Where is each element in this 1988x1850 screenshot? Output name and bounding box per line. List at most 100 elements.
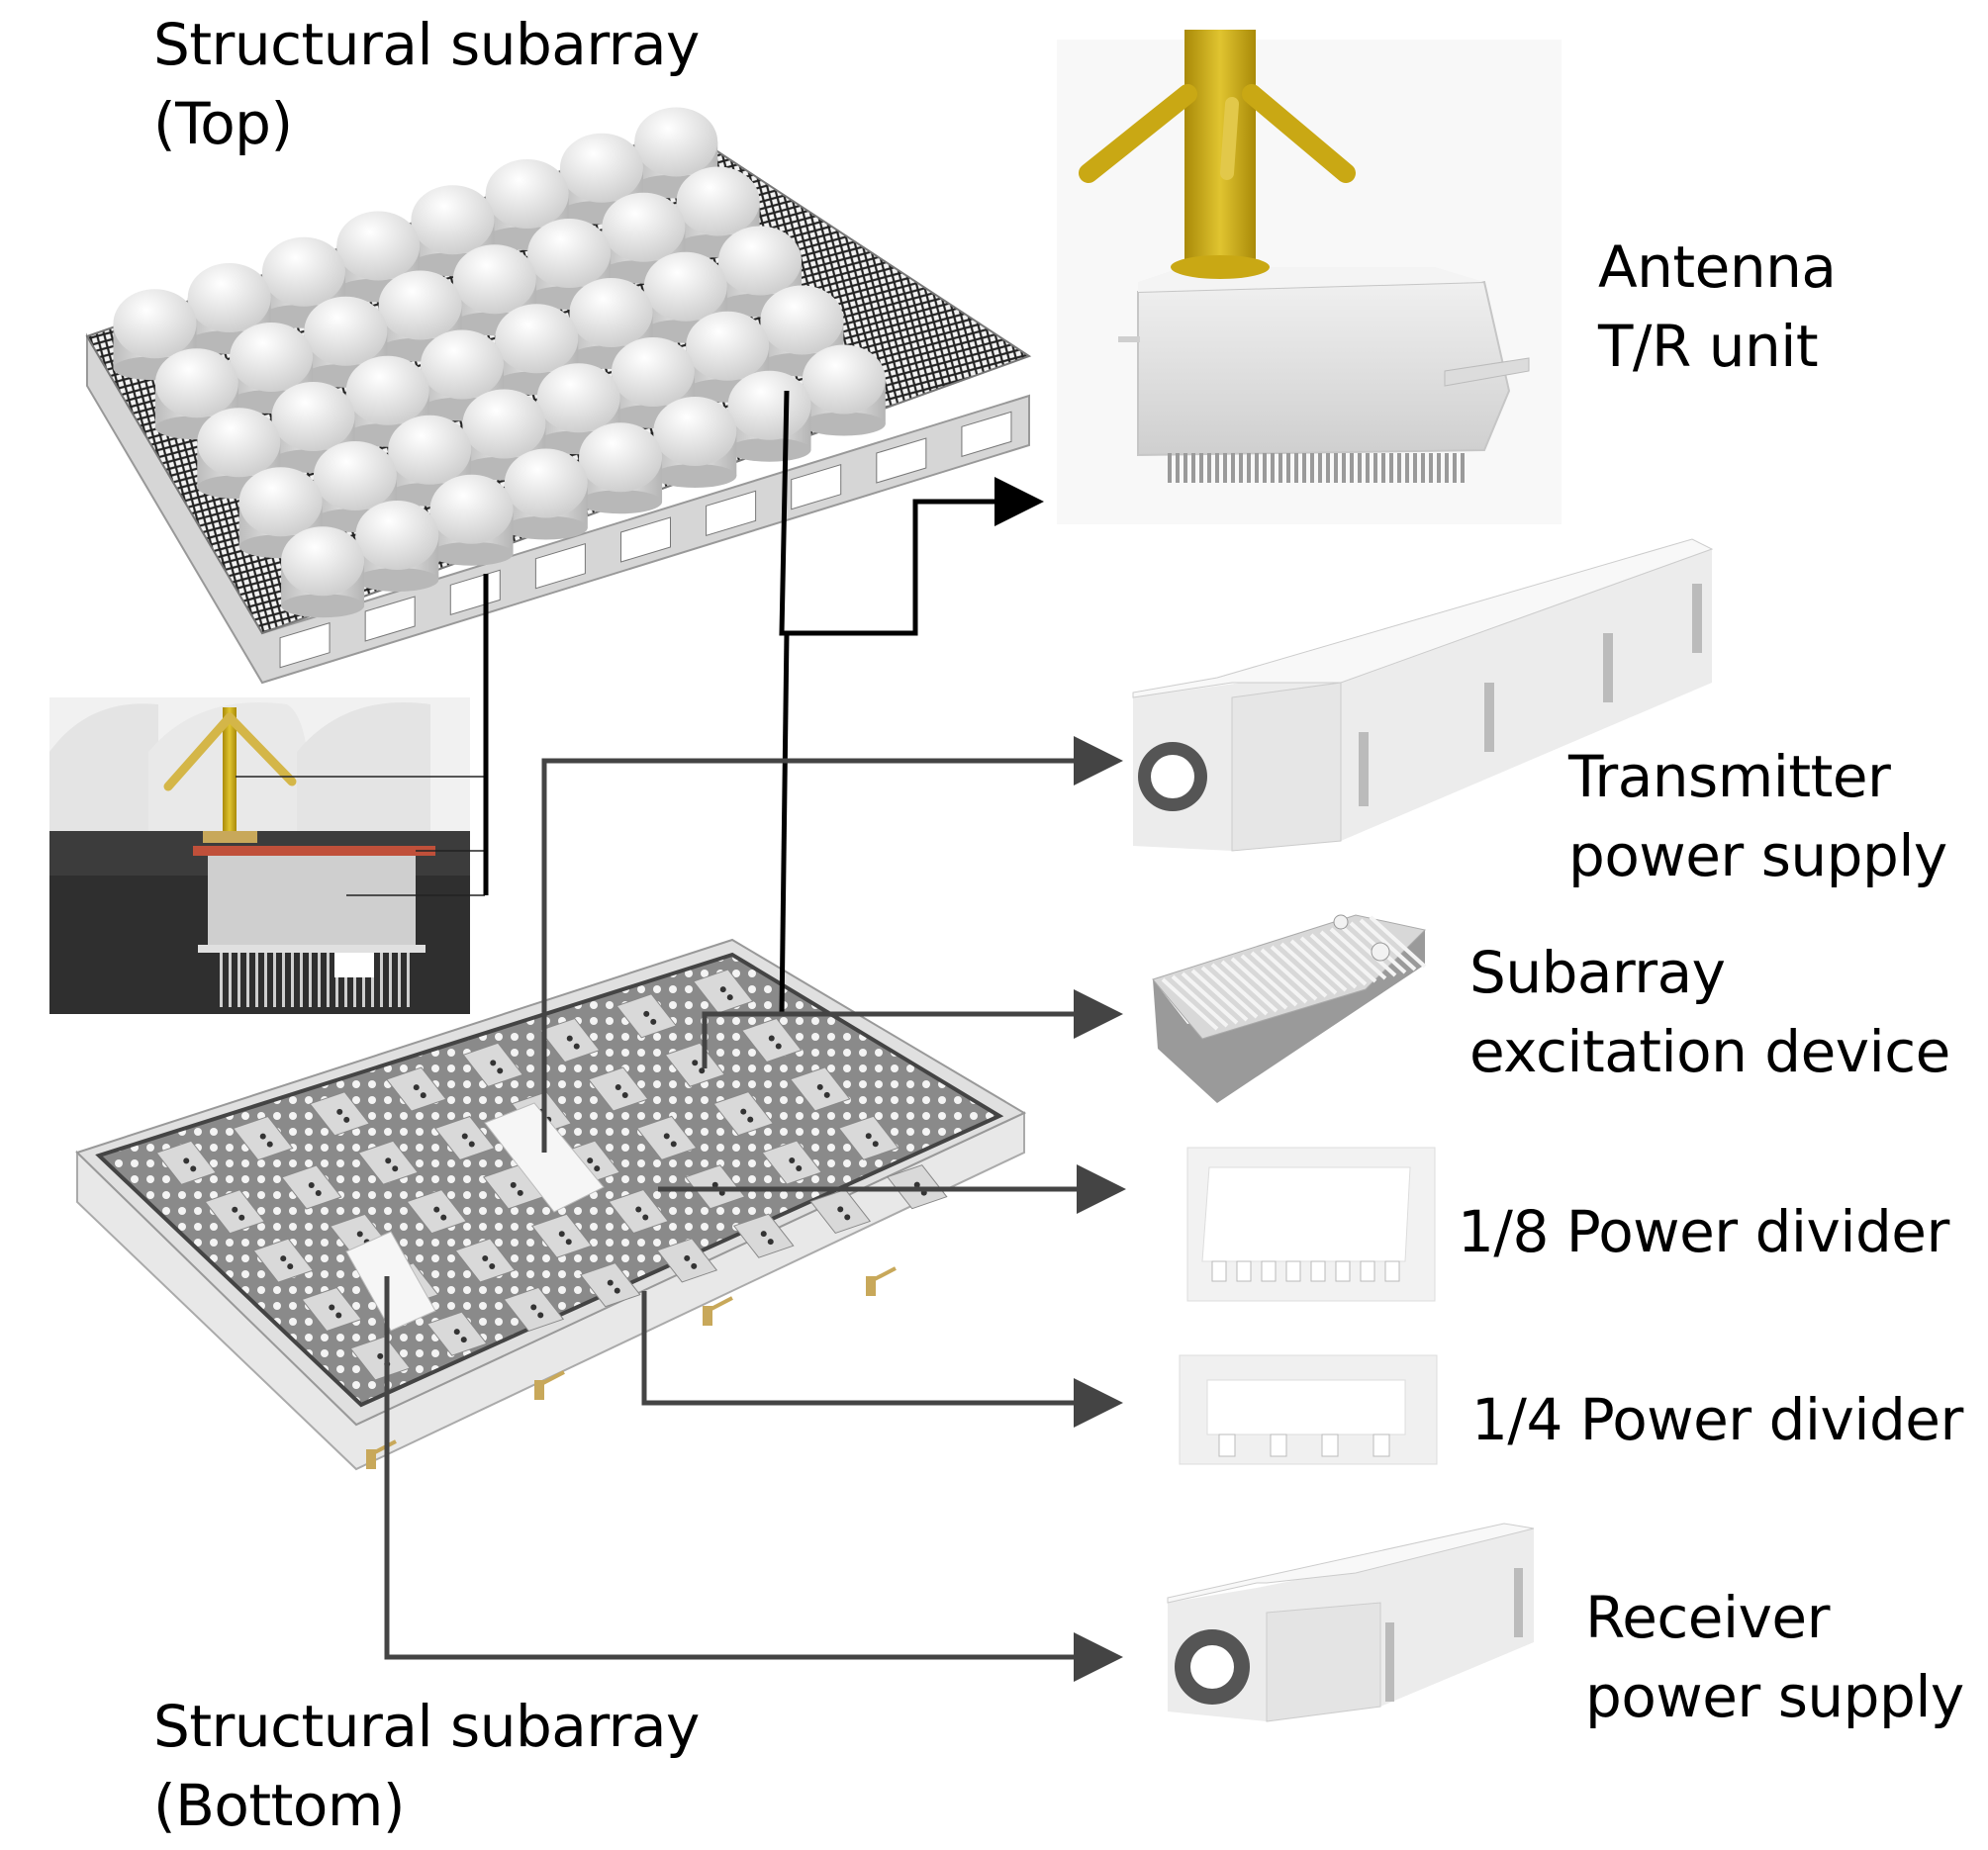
tr-module	[385, 1066, 447, 1112]
fin	[1326, 453, 1330, 483]
fin	[1271, 453, 1275, 483]
fin	[282, 953, 285, 1007]
port-icon	[1321, 1434, 1339, 1457]
tr-module	[503, 1286, 565, 1333]
fin	[407, 953, 410, 1007]
fin	[353, 953, 356, 1007]
fin	[1286, 453, 1290, 483]
label-bottom-subarray: Structural subarray (Bottom)	[153, 1693, 700, 1839]
tr-module	[761, 1140, 823, 1185]
fin	[291, 953, 294, 1007]
arrow-to-excitation-device	[702, 989, 1123, 1068]
fin	[1461, 453, 1465, 483]
tr-unit-body	[1137, 280, 1511, 457]
fin	[264, 953, 267, 1007]
fin	[1359, 918, 1417, 971]
brass-connector-icon	[366, 1439, 397, 1469]
fin	[1309, 933, 1368, 986]
fin	[1278, 453, 1282, 483]
fin	[1215, 453, 1219, 483]
antenna-arm-front	[1220, 97, 1239, 180]
fin	[1350, 453, 1354, 483]
fin	[1373, 453, 1377, 483]
fin	[1339, 924, 1397, 977]
antenna-tr-unit-illustration	[1057, 30, 1562, 524]
radome	[504, 448, 588, 540]
fin	[1250, 951, 1308, 1004]
label-receiver-psu: Receiver power supply	[1585, 1584, 1964, 1730]
tr-module	[155, 1140, 218, 1185]
radome	[355, 501, 439, 592]
antenna-mast	[1184, 30, 1256, 272]
fin	[1318, 453, 1322, 483]
tr-module	[252, 1238, 315, 1283]
fin	[1294, 453, 1298, 483]
top-subarray-illustration	[85, 107, 1032, 685]
divider-4-body	[1206, 1379, 1406, 1435]
radome	[271, 382, 355, 473]
fin	[1168, 453, 1172, 483]
fin	[1231, 453, 1235, 483]
radome	[187, 263, 271, 354]
fin	[389, 953, 392, 1007]
radome	[527, 219, 612, 310]
fin	[1381, 453, 1385, 483]
radome	[686, 311, 770, 403]
radome	[802, 344, 886, 436]
fin	[327, 953, 330, 1007]
fin	[1299, 936, 1358, 989]
transmitter-psu-illustration	[1132, 538, 1714, 852]
fin	[335, 953, 338, 1007]
fin	[1255, 453, 1259, 483]
fin	[1240, 954, 1298, 1007]
port-icon	[1384, 1260, 1400, 1282]
brass-connectors	[366, 1266, 897, 1469]
tr-module	[538, 1017, 601, 1064]
fin	[237, 953, 240, 1007]
fin	[1437, 453, 1441, 483]
arrow-to-receiver-psu	[384, 1276, 1123, 1682]
port-icon	[1360, 1260, 1375, 1282]
tr-module	[433, 1115, 496, 1161]
radome-left	[49, 703, 158, 851]
tr-module	[232, 1115, 294, 1161]
radome	[495, 304, 579, 396]
excitation-device-illustration	[1152, 914, 1427, 1103]
label-excitation-device: Subarray excitation device	[1469, 939, 1950, 1085]
fin	[1181, 971, 1239, 1025]
transmitter-psu-in-situ	[484, 1102, 605, 1213]
radome	[718, 226, 803, 318]
fin	[1247, 453, 1251, 483]
tr-module-section	[208, 856, 416, 945]
fin	[380, 953, 383, 1007]
port-icon	[1373, 1434, 1390, 1457]
frame-window	[364, 596, 416, 642]
frame-window	[620, 516, 671, 563]
port-icon	[1211, 1260, 1227, 1282]
fin	[1239, 453, 1243, 483]
fin	[1176, 453, 1180, 483]
fin	[362, 953, 365, 1007]
tr-module	[426, 1311, 488, 1356]
brass-connector-icon	[866, 1266, 897, 1296]
tr-module	[301, 1286, 363, 1333]
fin	[255, 953, 258, 1007]
antenna-arm-left	[1079, 84, 1197, 183]
fin	[1413, 453, 1417, 483]
radome	[485, 159, 569, 250]
fin	[1334, 453, 1338, 483]
fin	[229, 953, 232, 1007]
frame-window	[961, 411, 1012, 458]
radome	[281, 526, 365, 618]
fin	[344, 953, 347, 1007]
label-antenna-tr-unit: Antenna T/R unit	[1598, 233, 1837, 380]
pcb-layer	[193, 846, 435, 856]
arrow-to-antenna-tr-unit	[779, 390, 1044, 636]
brass-connector-icon	[703, 1296, 733, 1326]
fin	[1366, 453, 1370, 483]
fin	[1445, 453, 1449, 483]
fin	[1358, 453, 1362, 483]
fin	[1223, 453, 1227, 483]
fin	[1289, 939, 1348, 992]
fin	[1270, 945, 1328, 998]
